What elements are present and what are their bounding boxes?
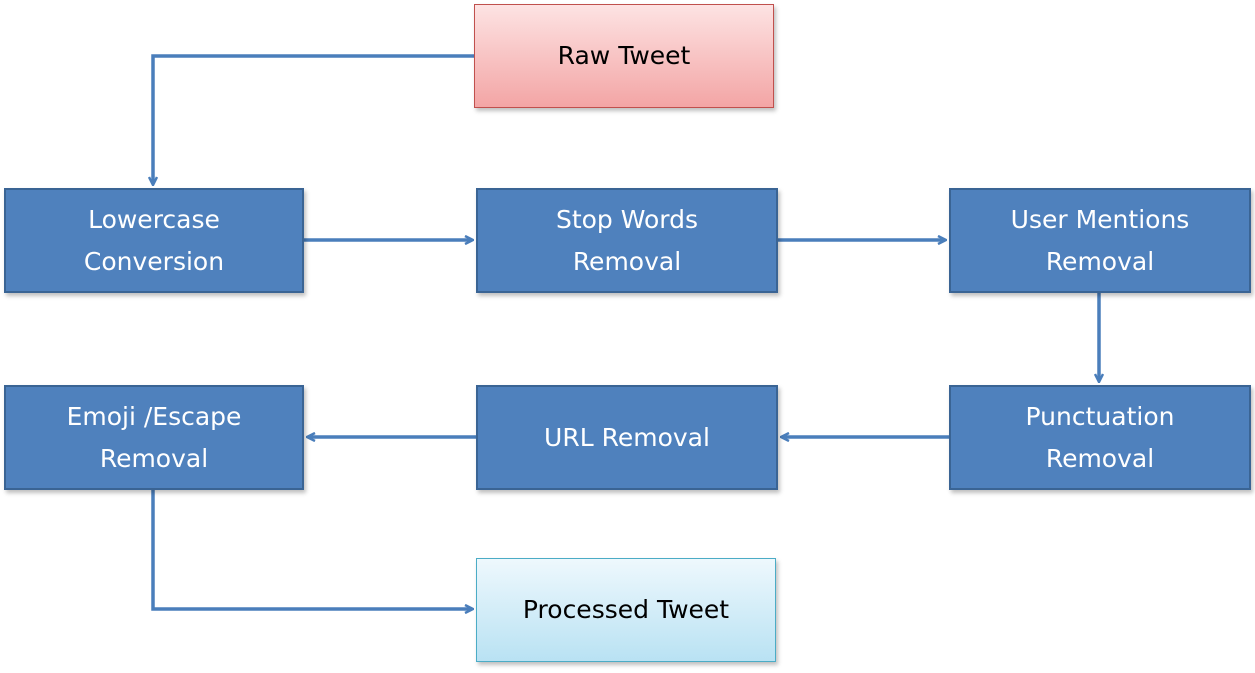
arrow-emoji-to-processed (151, 490, 472, 609)
stop-words-removal-node: Stop Words Removal (476, 188, 778, 293)
processed-tweet-label: Processed Tweet (522, 595, 730, 624)
emoji-escape-removal-label: Emoji /Escape Removal (66, 401, 242, 473)
punctuation-removal-label: Punctuation Removal (1025, 401, 1175, 473)
lowercase-conversion-node: Lowercase Conversion (4, 188, 304, 293)
raw-tweet-label: Raw Tweet (557, 41, 691, 70)
url-removal-label: URL Removal (544, 422, 710, 452)
punctuation-removal-node: Punctuation Removal (949, 385, 1251, 490)
url-removal-node: URL Removal (476, 385, 778, 490)
arrow-raw-to-lowercase (153, 54, 474, 184)
processed-tweet-node: Processed Tweet (476, 558, 776, 662)
stop-words-removal-label: Stop Words Removal (555, 204, 699, 276)
user-mentions-removal-label: User Mentions Removal (1010, 204, 1190, 276)
user-mentions-removal-node: User Mentions Removal (949, 188, 1251, 293)
lowercase-conversion-label: Lowercase Conversion (83, 204, 225, 276)
emoji-escape-removal-node: Emoji /Escape Removal (4, 385, 304, 490)
raw-tweet-node: Raw Tweet (474, 4, 774, 108)
